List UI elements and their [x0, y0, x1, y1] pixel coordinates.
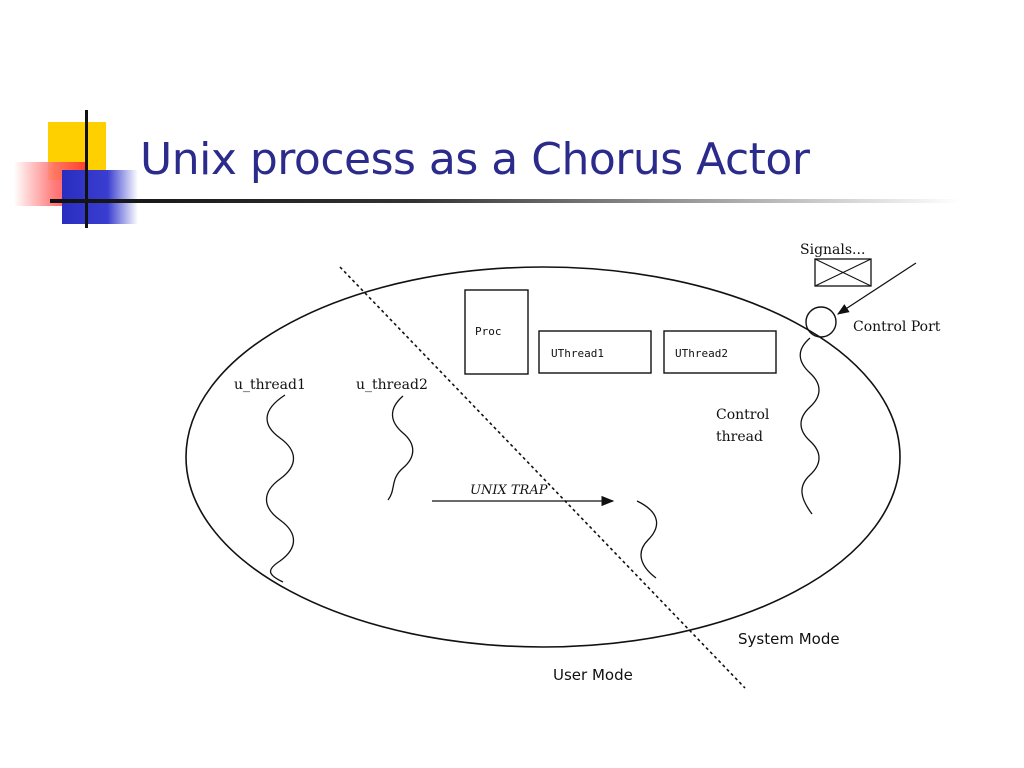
actor-boundary-ellipse [185, 266, 901, 648]
title-underline [50, 199, 960, 203]
control-port-label: Control Port [853, 319, 941, 335]
u-thread1-wave [265, 394, 295, 583]
proc-label: Proc [475, 325, 502, 338]
mode-boundary-line [339, 266, 746, 689]
user-mode-label: User Mode [553, 666, 633, 684]
u-thread1-label: u_thread1 [234, 377, 306, 393]
uthread1-box [538, 330, 652, 374]
system-thread-wave [636, 500, 658, 579]
u-thread2-wave [387, 395, 414, 501]
system-mode-label: System Mode [738, 630, 840, 648]
control-thread-wave [799, 337, 820, 515]
proc-box [464, 289, 529, 375]
decor-blue-square [62, 170, 138, 224]
uthread2-label: UThread2 [675, 347, 728, 360]
unix-trap-label: UNIX TRAP [470, 483, 548, 498]
u-thread2-label: u_thread2 [356, 377, 428, 393]
control-thread-label-line1: Control [716, 407, 770, 423]
decor-vertical-line [85, 110, 88, 228]
control-thread-label-line2: thread [716, 429, 763, 445]
signals-label: Signals... [800, 242, 865, 258]
signal-arrow [836, 262, 917, 315]
control-port-circle [805, 306, 837, 338]
signals-box [814, 258, 872, 287]
slide-title: Unix process as a Chorus Actor [140, 134, 810, 185]
uthread2-box [663, 330, 777, 374]
uthread1-label: UThread1 [551, 347, 604, 360]
